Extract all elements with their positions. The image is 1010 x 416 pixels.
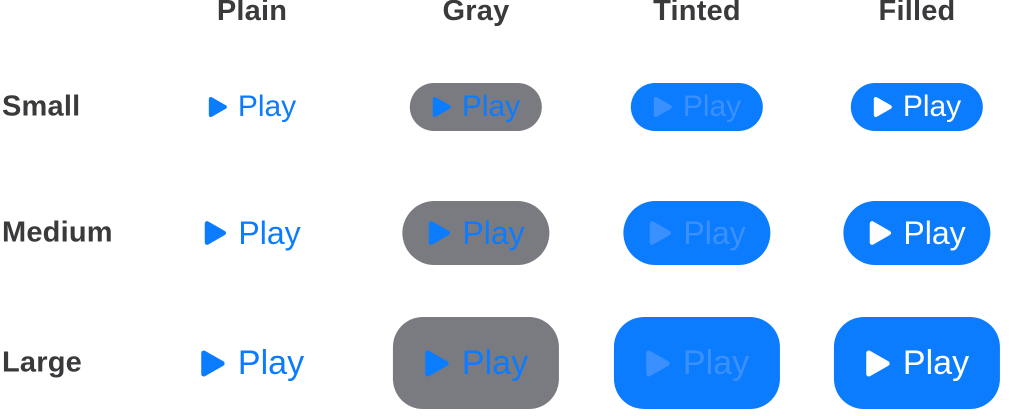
play-button-label: Play — [682, 90, 742, 123]
play-button-label: Play — [461, 344, 529, 382]
play-button-medium-tinted[interactable]: Play — [623, 201, 771, 265]
play-button-large-tinted[interactable]: Play — [613, 317, 781, 409]
column-header-tinted: Tinted — [653, 0, 741, 27]
play-button-medium-gray[interactable]: Play — [402, 201, 550, 265]
play-button-label: Play — [903, 215, 966, 251]
play-icon — [873, 96, 893, 118]
row-label-large: Large — [2, 346, 82, 379]
play-button-small-plain[interactable]: Play — [208, 83, 296, 131]
play-button-medium-plain[interactable]: Play — [203, 201, 301, 265]
row-label-medium: Medium — [2, 216, 113, 249]
play-button-label: Play — [902, 90, 962, 123]
play-icon — [427, 220, 451, 246]
column-header-plain: Plain — [216, 0, 288, 27]
play-icon — [868, 220, 892, 246]
play-icon — [208, 96, 228, 118]
play-button-label: Play — [682, 344, 750, 382]
play-button-label: Play — [237, 90, 297, 123]
play-button-small-gray[interactable]: Play — [409, 83, 543, 131]
play-button-label: Play — [462, 215, 525, 251]
play-icon — [200, 349, 226, 378]
play-button-label: Play — [683, 215, 746, 251]
play-icon — [865, 349, 891, 378]
play-icon — [653, 96, 673, 118]
play-button-label: Play — [461, 90, 521, 123]
row-label-small: Small — [2, 90, 81, 123]
play-button-label: Play — [238, 215, 301, 251]
play-button-label: Play — [237, 344, 305, 382]
play-icon — [432, 96, 452, 118]
play-icon — [424, 349, 450, 378]
play-button-medium-filled[interactable]: Play — [843, 201, 991, 265]
play-icon — [645, 349, 671, 378]
column-header-gray: Gray — [442, 0, 510, 27]
play-button-large-plain[interactable]: Play — [200, 317, 304, 409]
play-button-label: Play — [902, 344, 970, 382]
play-icon — [648, 220, 672, 246]
play-icon — [203, 220, 227, 246]
play-button-large-gray[interactable]: Play — [392, 317, 560, 409]
column-header-filled: Filled — [878, 0, 956, 27]
play-button-large-filled[interactable]: Play — [833, 317, 1001, 409]
play-button-small-tinted[interactable]: Play — [630, 83, 764, 131]
play-button-small-filled[interactable]: Play — [850, 83, 984, 131]
